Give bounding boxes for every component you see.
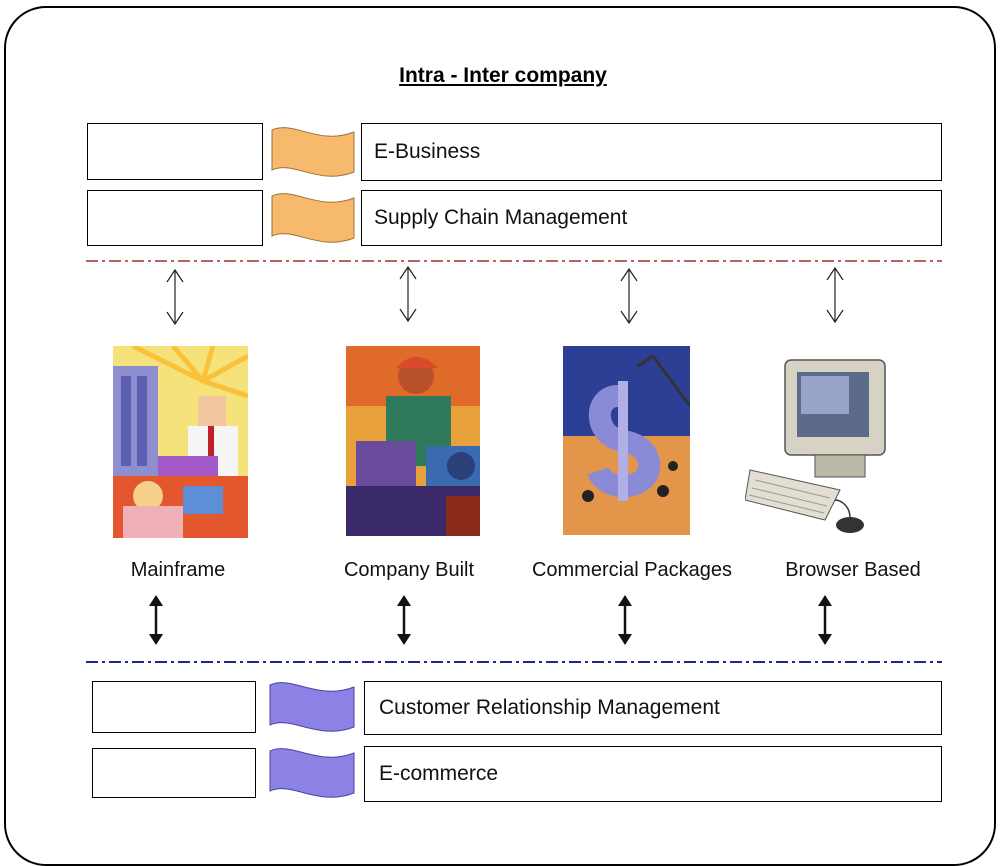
e-business-label: E-Business (361, 123, 942, 181)
e-business-flag-icon (271, 127, 355, 177)
crm-flag-icon (269, 682, 355, 732)
system-caption: Mainframe (130, 559, 226, 581)
crm-empty-box (92, 681, 256, 733)
mainframe-illustration (113, 346, 248, 538)
bold-double-arrow-icon (397, 595, 411, 645)
e-commerce-flag-icon (269, 748, 355, 798)
double-arrow-icon (166, 268, 184, 326)
double-arrow-icon (826, 266, 844, 324)
bold-double-arrow-icon (149, 595, 163, 645)
commercial-packages-illustration (563, 346, 690, 535)
double-arrow-icon (399, 265, 417, 323)
lower-divider-line (86, 661, 942, 663)
upper-divider-line (86, 260, 942, 262)
company-built-illustration (346, 346, 480, 536)
e-commerce-empty-box (92, 748, 256, 798)
crm-label: Customer Relationship Management (364, 681, 942, 735)
supply-chain-empty-box (87, 190, 263, 246)
supply-chain-flag-icon (271, 193, 355, 243)
bold-double-arrow-icon (618, 595, 632, 645)
system-caption: Browser Based (785, 559, 921, 581)
browser-based-computer-illustration (745, 359, 886, 533)
system-caption: Company Built (343, 559, 475, 581)
e-commerce-label: E-commerce (364, 746, 942, 802)
bold-double-arrow-icon (818, 595, 832, 645)
double-arrow-icon (620, 267, 638, 325)
system-caption: Commercial Packages (531, 559, 733, 581)
e-business-empty-box (87, 123, 263, 180)
diagram-title: Intra - Inter company (399, 64, 607, 87)
supply-chain-label: Supply Chain Management (361, 190, 942, 246)
